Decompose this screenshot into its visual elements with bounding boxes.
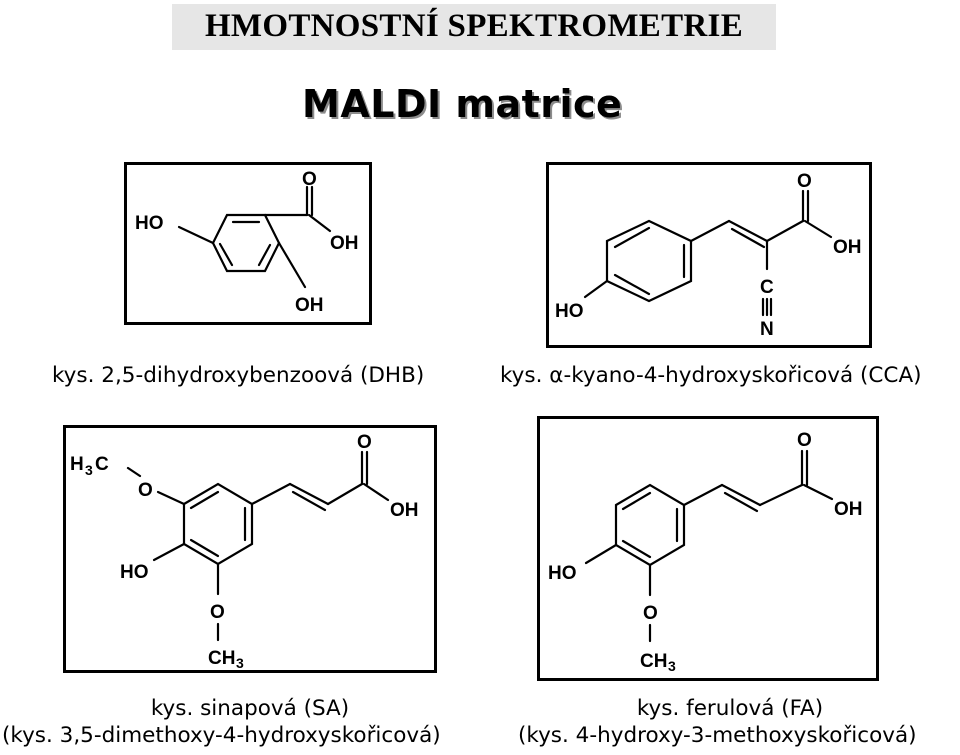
sa-ho-label: HO <box>120 562 149 583</box>
cca-benzene-ring <box>605 219 693 303</box>
caption-dhb: kys. 2,5-dihydroxybenzoová (DHB) <box>52 363 425 388</box>
sa-methoxy-o-bottom: O <box>210 602 225 623</box>
dhb-ortho-oh: OH <box>295 295 324 316</box>
cca-acid-oh: OH <box>833 237 862 258</box>
fa-structure: O OH HO O CH 3 <box>548 430 863 674</box>
cca-nitrile-c: C <box>760 277 774 298</box>
caption-sa-name: kys. sinapová (SA) <box>150 696 350 721</box>
structure-box-fa: O OH HO O CH 3 <box>537 416 879 681</box>
fa-ho-label: HO <box>548 563 577 584</box>
dhb-acid-oh: OH <box>330 233 359 254</box>
sa-methoxy-o-top: O <box>138 480 153 501</box>
caption-cca: kys. α-kyano-4-hydroxyskořicová (CCA) <box>500 363 922 388</box>
sa-ch3-3: 3 <box>236 655 244 670</box>
cca-nitrile-n: N <box>760 319 774 340</box>
cca-carbonyl-o: O <box>797 171 812 192</box>
fa-carbonyl-o: O <box>797 430 812 451</box>
caption-fa-name: kys. ferulová (FA) <box>636 696 824 721</box>
sa-h3c-c: C <box>95 454 109 475</box>
dhb-benzene-ring <box>211 213 281 273</box>
cca-structure: O OH C N HO <box>555 171 862 340</box>
fa-ch3-3: 3 <box>668 658 676 674</box>
dhb-structure: O OH HO OH <box>135 169 359 316</box>
fa-benzene-ring <box>614 483 686 567</box>
structure-box-dhb: O OH HO OH <box>124 162 372 325</box>
dhb-carbonyl-o: O <box>302 169 317 190</box>
page-title: HMOTNOSTNÍ SPEKTROMETRIE <box>204 8 744 44</box>
caption-fa-systematic: (kys. 4-hydroxy-3-methoxyskořicová) <box>518 723 917 748</box>
sa-structure: O OH O H 3 C HO O CH 3 <box>70 432 419 670</box>
fa-ch3-ch: CH <box>640 651 667 672</box>
fa-methoxy-o: O <box>643 603 658 624</box>
structure-box-cca: O OH C N HO <box>546 162 872 348</box>
sa-carbonyl-o: O <box>357 432 372 453</box>
sa-ch3-ch: CH <box>208 648 235 669</box>
cca-ho-label: HO <box>555 301 584 322</box>
fa-acid-oh: OH <box>834 499 863 520</box>
dhb-ho-label: HO <box>135 213 164 234</box>
sa-h3c-h: H <box>70 454 84 475</box>
structure-box-sa: O OH O H 3 C HO O CH 3 <box>63 425 437 673</box>
caption-sa-systematic: (kys. 3,5-dimethoxy-4-hydroxyskořicová) <box>2 723 441 748</box>
section-heading: MALDI matrice <box>302 82 623 126</box>
title-banner: HMOTNOSTNÍ SPEKTROMETRIE <box>172 4 776 50</box>
sa-acid-oh: OH <box>390 500 419 521</box>
sa-h3c-3: 3 <box>85 462 93 478</box>
sa-benzene-ring <box>182 482 254 566</box>
